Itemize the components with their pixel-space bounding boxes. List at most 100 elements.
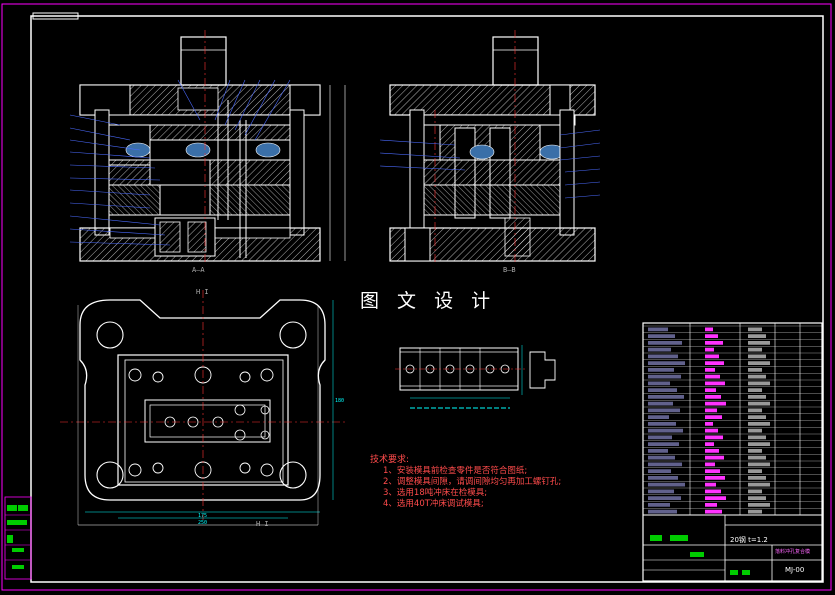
title-block-drawing-name: 落料冲孔复合模: [775, 549, 811, 555]
bom-cell-name: [705, 327, 713, 332]
bom-cell-code: [648, 327, 668, 332]
bom-cell-code: [648, 374, 681, 379]
bom-cell-code: [648, 401, 673, 406]
bom-cell-material: [748, 455, 766, 460]
bom-cell-material: [748, 408, 762, 413]
bom-cell-code: [648, 476, 678, 480]
bom-cell-code: [648, 422, 676, 426]
plan-label-bottom: H I: [256, 520, 269, 528]
plan-dim-inner: 175: [198, 513, 208, 519]
bom-cell-code: [648, 442, 679, 446]
bom-cell-name: [705, 415, 722, 419]
bom-cell-material: [748, 476, 766, 480]
bom-cell-code: [648, 482, 685, 487]
bom-cell-material: [748, 422, 770, 426]
bom-cell-code: [648, 341, 682, 345]
bom-cell-name: [705, 388, 716, 392]
bom-cell-code: [648, 368, 674, 372]
bom-cell-name: [705, 347, 714, 352]
bom-cell-material: [748, 442, 770, 446]
bom-cell-name: [705, 408, 717, 413]
bom-cell-name: [705, 341, 723, 345]
tech-requirement-2: 2、调整模具间隙，请调间隙均匀再加工螺钉孔;: [383, 477, 562, 487]
bom-cell-material: [748, 327, 762, 332]
inner-frame: [30, 15, 824, 583]
bom-cell-code: [648, 462, 682, 467]
bom-cell-name: [705, 428, 718, 433]
bom-cell-material: [748, 469, 762, 473]
bom-cell-name: [705, 354, 719, 359]
title-block-material: 20钢 t=1.2: [730, 536, 768, 544]
tech-requirement-4: 4、选用40T冲床调试模具;: [383, 499, 484, 509]
bom-cell-material: [748, 435, 766, 440]
title-block: [642, 322, 823, 582]
bom-cell-code: [648, 489, 674, 494]
bom-cell-name: [705, 462, 715, 467]
bom-cell-name: [705, 503, 717, 507]
bom-cell-material: [748, 509, 762, 514]
section-label-side: B—B: [503, 266, 516, 274]
tech-requirements-title: 技术要求:: [370, 455, 410, 465]
bom-cell-code: [648, 347, 671, 352]
plan-dim-outer: 250: [198, 520, 208, 526]
bom-cell-name: [705, 442, 714, 446]
bom-cell-code: [648, 395, 684, 399]
bom-cell-code: [648, 408, 680, 413]
bom-cell-material: [748, 428, 762, 433]
bom-cell-material: [748, 449, 762, 453]
bom-cell-name: [705, 435, 723, 440]
bom-cell-name: [705, 509, 722, 514]
bom-cell-material: [748, 415, 766, 419]
bom-cell-code: [648, 388, 677, 392]
side-section-view: [379, 30, 601, 265]
bom-cell-name: [705, 374, 720, 379]
bom-cell-name: [705, 489, 721, 494]
bom-cell-name: [705, 368, 715, 372]
bom-cell-material: [748, 503, 770, 507]
bom-cell-code: [648, 503, 670, 507]
bom-cell-material: [748, 496, 766, 500]
plan-dim-height: 180: [335, 398, 345, 404]
bom-cell-code: [648, 509, 677, 514]
bom-cell-name: [705, 455, 724, 460]
bom-cell-name: [705, 401, 726, 406]
bom-cell-name: [705, 496, 726, 500]
bom-cell-material: [748, 361, 770, 365]
bom-cell-material: [748, 341, 770, 345]
plan-view: [60, 290, 345, 526]
bom-cell-material: [748, 489, 762, 494]
tech-requirement-3: 3、选用18吨冲床在检模具;: [383, 488, 488, 498]
bom-cell-code: [648, 354, 678, 359]
title-block-drawing-no: MJ-00: [785, 566, 805, 574]
front-section-view: [69, 30, 346, 265]
watermark-text: 图 文 设 计: [360, 290, 497, 312]
bom-cell-code: [648, 496, 681, 500]
bom-cell-material: [748, 334, 766, 338]
bom-cell-name: [705, 422, 713, 426]
strip-layout: [395, 345, 556, 409]
section-label-front: A—A: [192, 266, 205, 274]
bom-cell-code: [648, 435, 672, 440]
bom-cell-name: [705, 361, 724, 365]
bom-cell-name: [705, 482, 716, 487]
bom-cell-code: [648, 415, 669, 419]
bom-cell-material: [748, 347, 762, 352]
bom-cell-material: [748, 401, 770, 406]
bom-cell-code: [648, 469, 671, 473]
bom-cell-material: [748, 462, 770, 467]
bom-cell-name: [705, 381, 725, 386]
bom-cell-code: [648, 428, 683, 433]
bom-cell-material: [748, 482, 770, 487]
bom-cell-material: [748, 374, 766, 379]
bom-cell-material: [748, 381, 770, 386]
bom-cell-name: [705, 395, 721, 399]
bom-cell-code: [648, 361, 685, 365]
bom-cell-material: [748, 388, 762, 392]
bom-cell-name: [705, 476, 725, 480]
outer-frame: [1, 3, 832, 591]
bom-cell-name: [705, 334, 718, 338]
bom-cell-material: [748, 395, 766, 399]
top-left-tab: [32, 12, 79, 20]
